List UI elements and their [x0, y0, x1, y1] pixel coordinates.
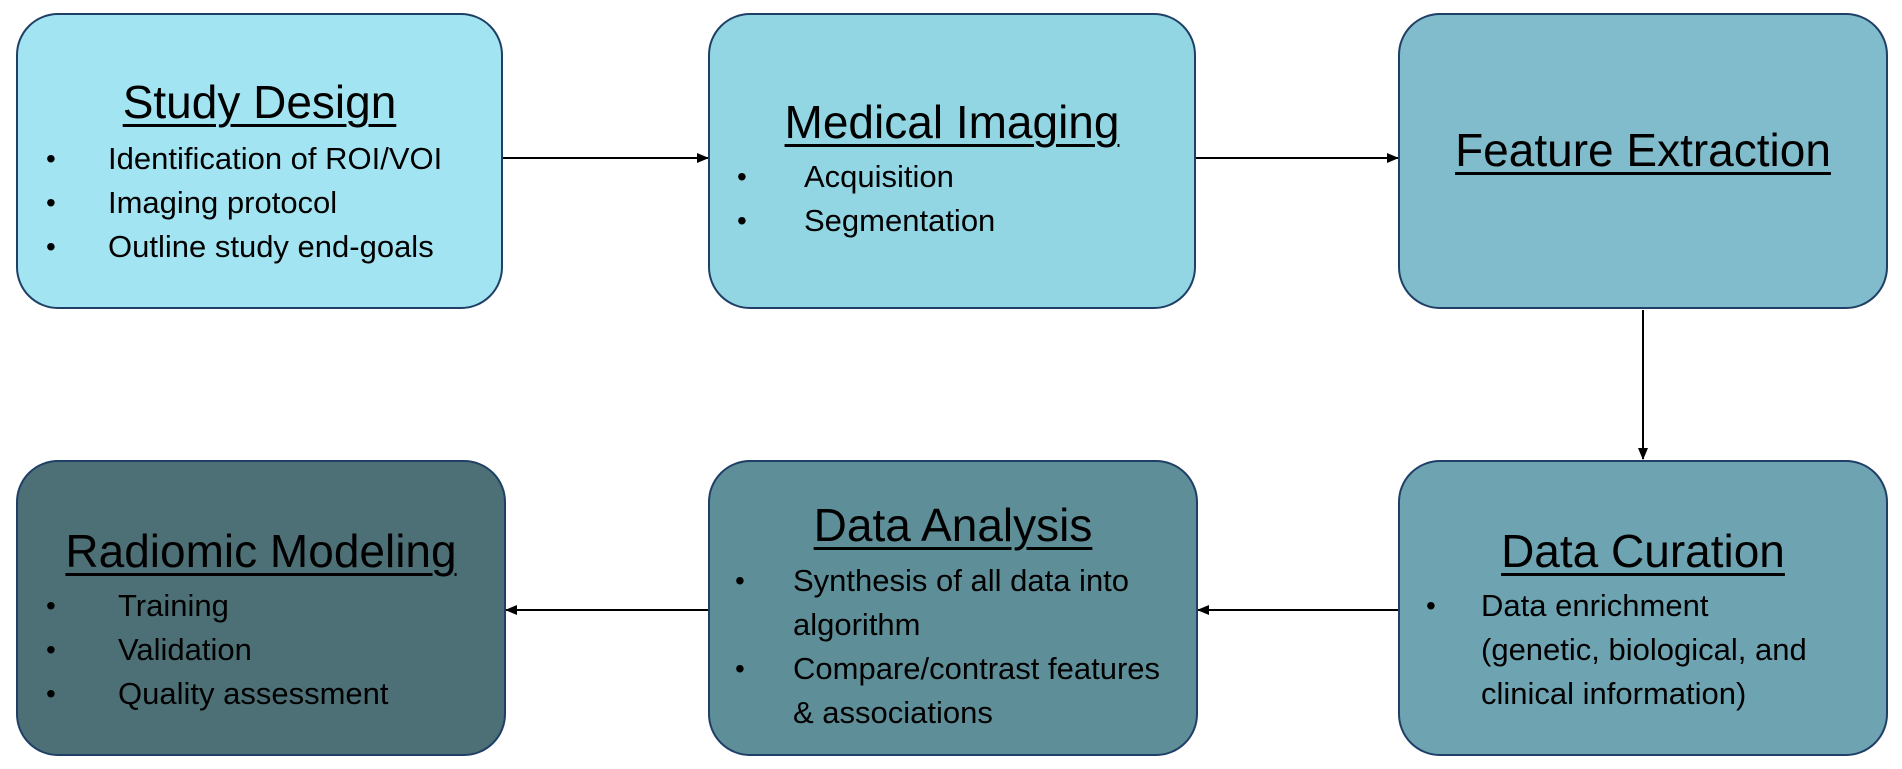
data-analysis-title: Data Analysis [813, 499, 1093, 551]
data-curation-list: • Data enrichment (genetic, biological, … [1426, 584, 1811, 716]
list-item-text: Outline study end-goals [108, 229, 434, 264]
list-item: • Training [46, 584, 389, 628]
list-item: • Acquisition [737, 155, 995, 199]
bullet-icon: • [46, 678, 56, 709]
bullet-icon: • [1426, 590, 1436, 621]
list-item: • Validation [46, 628, 389, 672]
bullet-icon: • [46, 231, 56, 262]
list-item-text: Acquisition [804, 159, 954, 194]
list-item: • Imaging protocol [46, 181, 442, 225]
list-item: • Quality assessment [46, 672, 389, 716]
medical-imaging-title: Medical Imaging [784, 96, 1120, 148]
radiomic-modeling-box: Radiomic Modeling • Training • Validatio… [16, 460, 506, 756]
list-item-text: Synthesis of all data into algorithm [793, 563, 1130, 642]
study-design-list: • Identification of ROI/VOI • Imaging pr… [46, 137, 442, 269]
list-item: • Compare/contrast features & associatio… [735, 647, 1173, 735]
data-analysis-list: • Synthesis of all data into algorithm •… [735, 559, 1173, 735]
list-item: • Synthesis of all data into algorithm [735, 559, 1173, 647]
bullet-icon: • [735, 565, 745, 596]
radiomic-modeling-list: • Training • Validation • Quality assess… [46, 584, 389, 716]
medical-imaging-box: Medical Imaging • Acquisition • Segmenta… [708, 13, 1196, 309]
list-item: • Outline study end-goals [46, 225, 442, 269]
data-curation-title: Data Curation [1501, 525, 1785, 577]
list-item-text: Compare/contrast features & associations [793, 651, 1161, 730]
radiomic-modeling-title: Radiomic Modeling [65, 525, 457, 577]
list-item: • Segmentation [737, 199, 995, 243]
feature-extraction-title: Feature Extraction [1455, 124, 1831, 176]
data-analysis-box: Data Analysis • Synthesis of all data in… [708, 460, 1198, 756]
bullet-icon: • [737, 161, 747, 192]
study-design-title: Study Design [122, 76, 397, 128]
bullet-icon: • [46, 187, 56, 218]
bullet-icon: • [46, 143, 56, 174]
list-item-text: Segmentation [804, 203, 996, 238]
bullet-icon: • [46, 590, 56, 621]
data-curation-box: Data Curation • Data enrichment (genetic… [1398, 460, 1888, 756]
list-item-text: Training [118, 588, 229, 623]
list-item-text: Validation [118, 632, 252, 667]
study-design-box: Study Design • Identification of ROI/VOI… [16, 13, 503, 309]
bullet-icon: • [735, 653, 745, 684]
feature-extraction-box: Feature Extraction [1398, 13, 1888, 309]
list-item-text: Quality assessment [118, 676, 389, 711]
medical-imaging-list: • Acquisition • Segmentation [737, 155, 995, 243]
list-item-text: Identification of ROI/VOI [108, 141, 443, 176]
bullet-icon: • [46, 634, 56, 665]
list-item: • Identification of ROI/VOI [46, 137, 442, 181]
list-item: • Data enrichment (genetic, biological, … [1426, 584, 1811, 716]
list-item-text: Data enrichment (genetic, biological, an… [1481, 588, 1807, 711]
bullet-icon: • [737, 205, 747, 236]
list-item-text: Imaging protocol [108, 185, 338, 220]
